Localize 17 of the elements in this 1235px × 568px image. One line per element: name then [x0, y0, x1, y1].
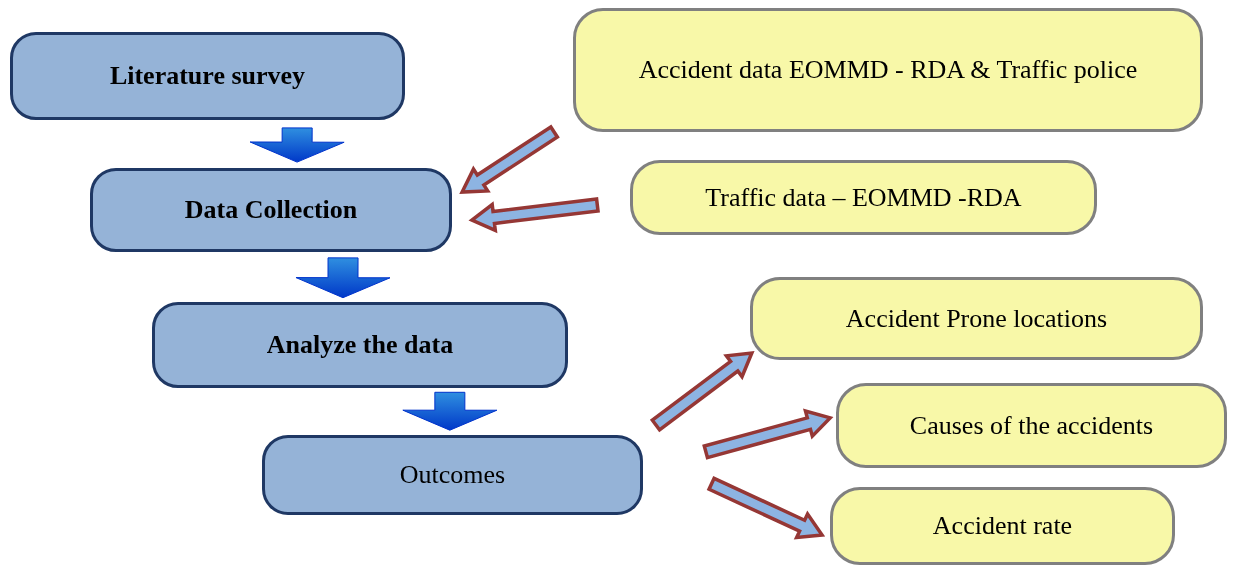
process-box: Causes of the accidents: [836, 383, 1227, 468]
process-box: Accident data EOMMD - RDA & Traffic police: [573, 8, 1203, 132]
block-arrow: [468, 197, 600, 234]
process-box: Literature survey: [10, 32, 405, 120]
block-arrow: [706, 476, 826, 540]
process-box: Accident Prone locations: [750, 277, 1203, 360]
block-arrow: [295, 257, 391, 299]
process-box: Analyze the data: [152, 302, 568, 388]
process-box: Accident rate: [830, 487, 1175, 565]
block-arrow: [459, 124, 560, 194]
block-arrow: [249, 127, 345, 163]
block-arrow: [702, 408, 834, 460]
process-box: Data Collection: [90, 168, 452, 252]
process-box: Outcomes: [262, 435, 643, 515]
block-arrow: [402, 391, 498, 431]
block-arrow: [649, 350, 755, 433]
process-box: Traffic data – EOMMD -RDA: [630, 160, 1097, 235]
